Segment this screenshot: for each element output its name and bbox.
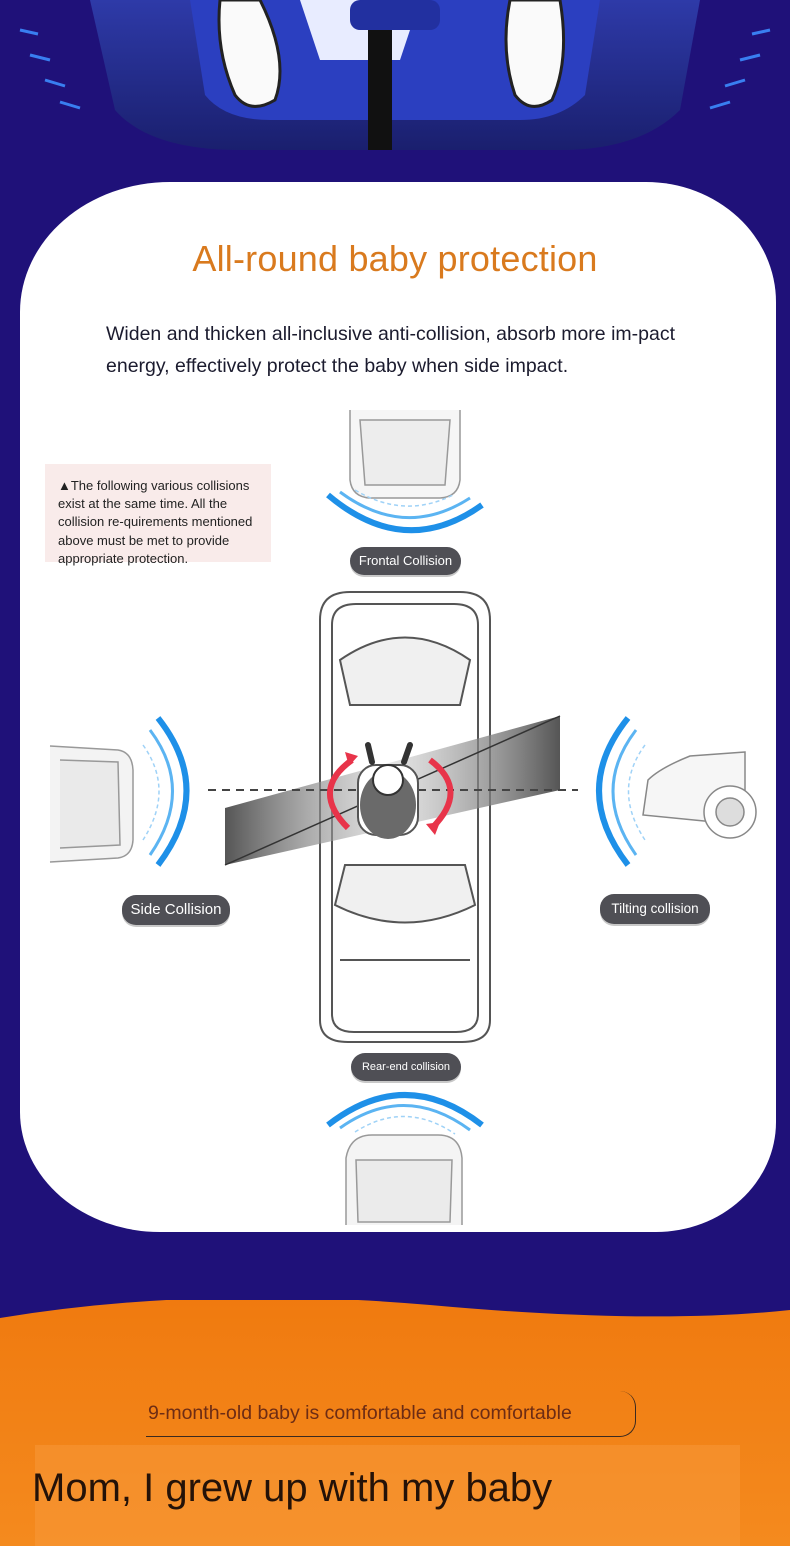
slogan-heading: Mom, I grew up with my baby [32,1466,553,1510]
rear-end-collision-label: Rear-end collision [351,1053,461,1081]
car-seat-illustration [0,0,790,190]
collision-note: ▲The following various collisions exist … [45,464,271,566]
tilting-car-icon [642,751,757,839]
tagline-banner: 9-month-old baby is comfortable and comf… [146,1391,636,1437]
section-description: Widen and thicken all-inclusive anti-col… [106,323,675,377]
side-collision-label: Side Collision [122,895,230,925]
section-title: All-round baby protection [192,238,598,279]
tilting-collision-label: Tilting collision [600,894,710,924]
rear-car-icon [345,1134,463,1225]
front-car-icon [349,410,461,499]
orange-wave-background [0,1300,790,1546]
baby-icon [357,742,419,839]
side-car-icon [49,745,134,863]
frontal-collision-label: Frontal Collision [350,547,461,575]
collision-diagram [49,410,757,1225]
